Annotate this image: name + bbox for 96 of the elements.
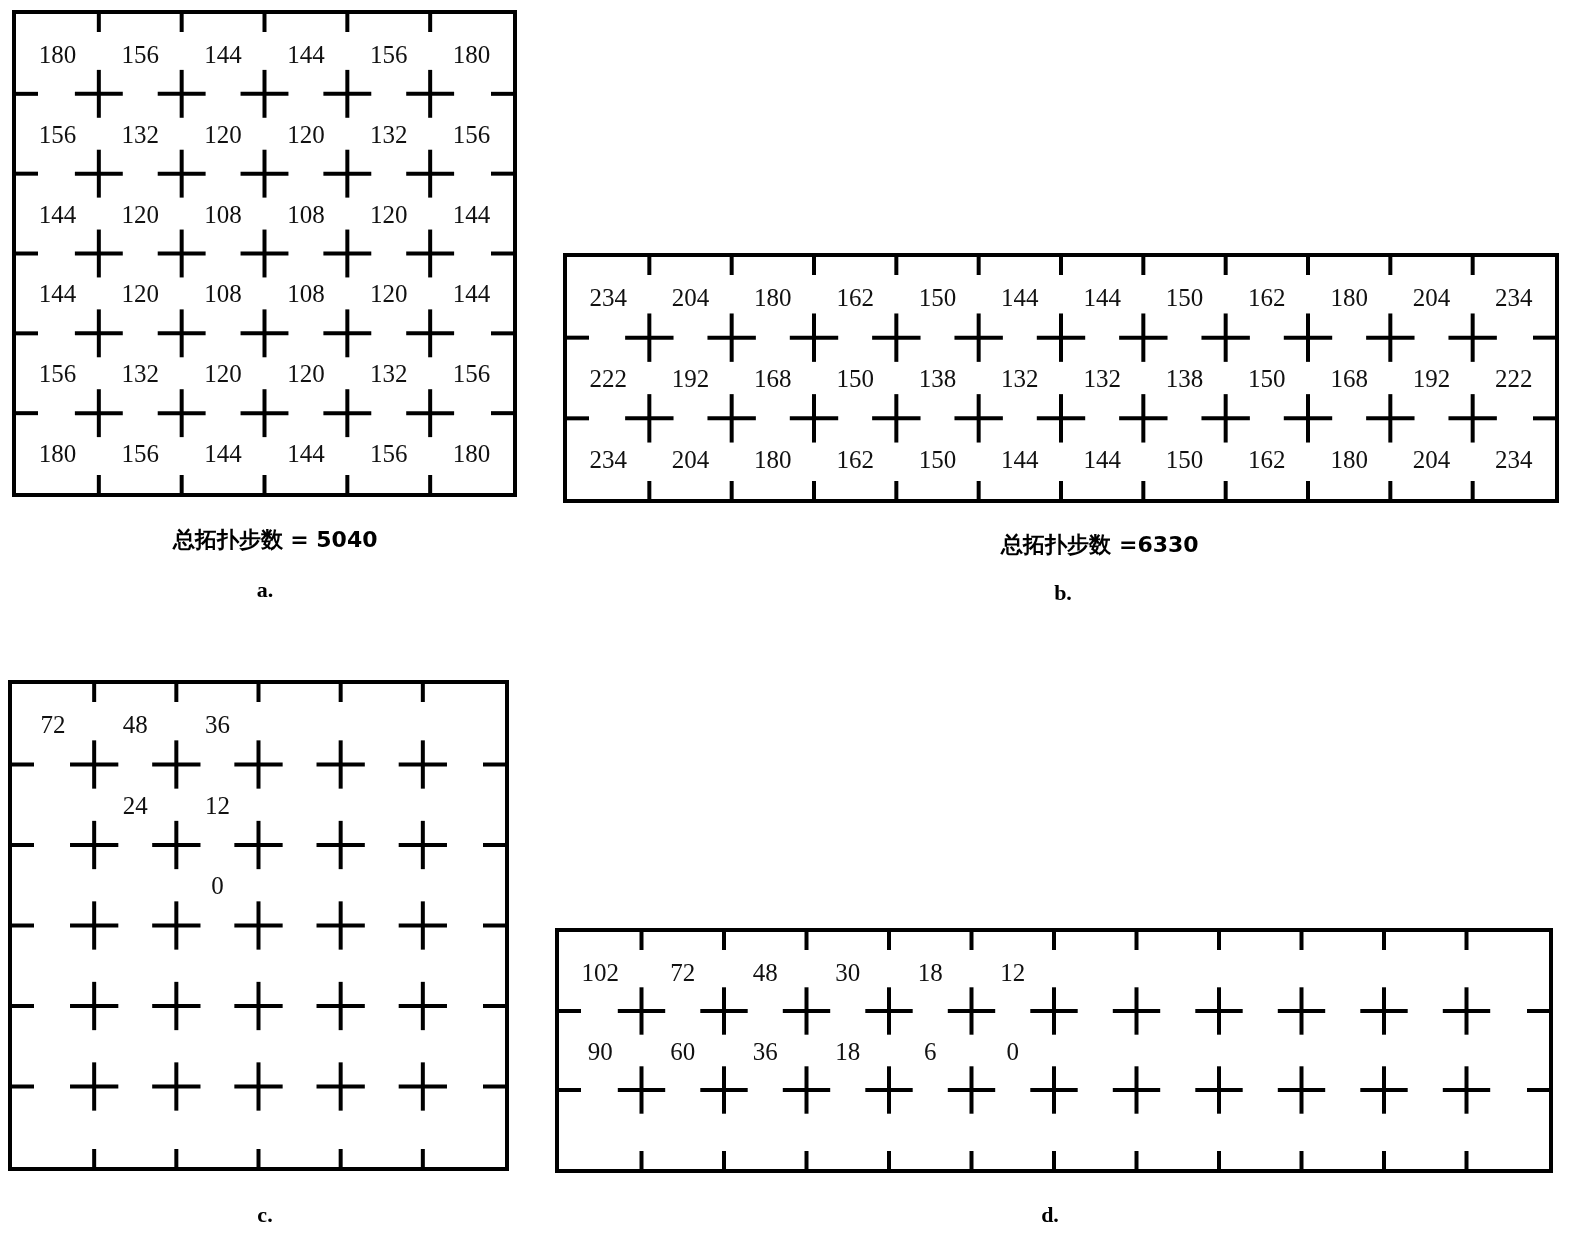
cell-value: 120: [370, 280, 408, 306]
cell-value: 132: [370, 360, 408, 386]
cell-value: 156: [452, 360, 491, 386]
cell-value: 6: [924, 1038, 937, 1063]
cell-value: 144: [452, 201, 491, 227]
cell-value: 138: [1165, 365, 1204, 391]
cell-value: 150: [1165, 446, 1204, 472]
cell-value: 36: [204, 711, 230, 737]
cell-value: 60: [670, 1038, 696, 1063]
cell-value: 234: [589, 284, 627, 310]
cell-value: 180: [754, 446, 792, 472]
cell-value: 132: [121, 360, 159, 386]
cell-value: 180: [38, 440, 77, 466]
cell-value: 168: [754, 365, 792, 391]
cell-value: 150: [1165, 284, 1204, 310]
cell-value: 144: [38, 201, 77, 227]
cell-value: 162: [1248, 446, 1286, 472]
panel-letter-label: a.: [256, 579, 274, 601]
cell-value: 144: [287, 440, 325, 466]
cell-value: 108: [204, 201, 242, 227]
cell-value: 144: [38, 280, 77, 306]
cell-value: 102: [581, 959, 619, 984]
cell-value: 132: [121, 121, 159, 147]
cell-value: 162: [836, 446, 874, 472]
cell-value: 108: [287, 280, 325, 306]
cell-value: 120: [121, 280, 159, 306]
cell-value: 204: [671, 284, 710, 310]
cell-value: 156: [370, 440, 408, 466]
cell-value: 144: [204, 440, 242, 466]
cell-value: 180: [754, 284, 792, 310]
cell-value: 192: [671, 365, 710, 391]
cell-value: 18: [917, 959, 943, 984]
cell-value: 168: [1330, 365, 1368, 391]
cell-value: 36: [752, 1038, 778, 1063]
cell-value: 204: [671, 446, 710, 472]
cell-value: 108: [287, 201, 325, 227]
cell-value: 72: [670, 959, 696, 984]
cell-value: 120: [287, 360, 325, 386]
cell-value: 120: [370, 201, 408, 227]
cell-value: 150: [918, 446, 957, 472]
cell-value: 48: [752, 959, 778, 984]
cell-value: 234: [1495, 446, 1533, 472]
cell-value: 156: [121, 440, 159, 466]
cell-value: 204: [1412, 446, 1451, 472]
cell-value: 0: [1006, 1038, 1019, 1063]
panel-letter-label: d.: [1041, 1204, 1059, 1226]
cell-value: 144: [287, 41, 325, 67]
cell-value: 150: [918, 284, 957, 310]
cell-value: 12: [204, 792, 230, 818]
cell-value: 120: [204, 360, 242, 386]
cell-value: 180: [38, 41, 77, 67]
cell-value: 234: [589, 446, 627, 472]
panel-letter-label: c.: [257, 1204, 273, 1226]
cell-value: 132: [1083, 365, 1121, 391]
cell-value: 156: [38, 121, 77, 147]
cell-value: 144: [1001, 284, 1039, 310]
cell-value: 180: [1330, 284, 1368, 310]
cell-value: 12: [1000, 959, 1026, 984]
cell-value: 156: [121, 41, 159, 67]
cell-value: 180: [452, 41, 491, 67]
cell-value: 222: [589, 365, 627, 391]
cell-value: 0: [211, 872, 224, 898]
cell-value: 150: [836, 365, 874, 391]
cell-value: 24: [122, 792, 148, 818]
cell-value: 144: [452, 280, 491, 306]
cell-value: 132: [1001, 365, 1039, 391]
cell-value: 156: [452, 121, 491, 147]
cell-value: 120: [121, 201, 159, 227]
cell-value: 222: [1495, 365, 1533, 391]
cell-value: 156: [38, 360, 77, 386]
panel-letter-label: b.: [1054, 582, 1072, 604]
cell-value: 144: [1083, 446, 1121, 472]
cell-value: 234: [1495, 284, 1533, 310]
cell-value: 150: [1248, 365, 1286, 391]
cell-value: 156: [370, 41, 408, 67]
cell-value: 180: [452, 440, 491, 466]
cell-value: 30: [835, 959, 861, 984]
cell-value: 132: [370, 121, 408, 147]
total-steps-label: 总拓扑步数 =6330: [1001, 534, 1199, 556]
cell-value: 120: [287, 121, 325, 147]
cell-value: 144: [204, 41, 242, 67]
cell-value: 192: [1412, 365, 1451, 391]
cell-value: 72: [40, 711, 66, 737]
cell-value: 204: [1412, 284, 1451, 310]
cell-value: 108: [204, 280, 242, 306]
cell-value: 138: [918, 365, 957, 391]
cell-value: 120: [204, 121, 242, 147]
cell-value: 144: [1083, 284, 1121, 310]
cell-value: 48: [122, 711, 148, 737]
cell-value: 144: [1001, 446, 1039, 472]
cell-value: 162: [1248, 284, 1286, 310]
cell-value: 180: [1330, 446, 1368, 472]
cell-value: 162: [836, 284, 874, 310]
total-steps-label: 总拓扑步数 = 5040: [172, 529, 378, 551]
cell-value: 18: [835, 1038, 861, 1063]
cell-value: 90: [587, 1038, 613, 1063]
